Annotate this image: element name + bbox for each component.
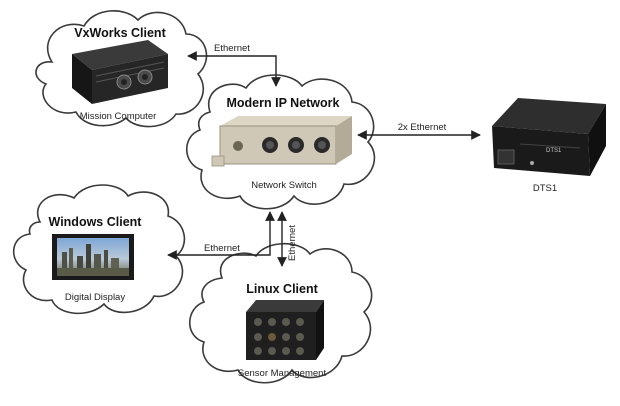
link-label-net-dts: 2x Ethernet: [398, 122, 447, 133]
linux-title: Linux Client: [246, 282, 318, 296]
vxworks-caption: Mission Computer: [80, 111, 157, 122]
windows-title: Windows Client: [49, 215, 143, 229]
dts1-caption: DTS1: [533, 183, 557, 194]
network-switch-image: [211, 116, 352, 167]
link-label-net-win: Ethernet: [204, 243, 240, 254]
mission-computer-image: [72, 40, 168, 104]
dts1-device-label: DTS1: [546, 148, 562, 154]
network-caption: Network Switch: [251, 180, 316, 191]
vxworks-title: VxWorks Client: [74, 26, 166, 40]
digital-display-image: [52, 234, 134, 280]
dts1-image: DTS1: [492, 98, 606, 176]
link-label-vx-net: Ethernet: [214, 43, 250, 54]
windows-caption: Digital Display: [65, 292, 125, 303]
link-label-net-linux: Ethernet: [287, 225, 298, 261]
sensor-management-image: [246, 300, 324, 360]
arrow-vx-net: [187, 51, 281, 87]
arrow-net-win: [167, 211, 275, 260]
linux-caption: Sensor Management: [238, 368, 327, 379]
network-title: Modern IP Network: [227, 96, 340, 110]
